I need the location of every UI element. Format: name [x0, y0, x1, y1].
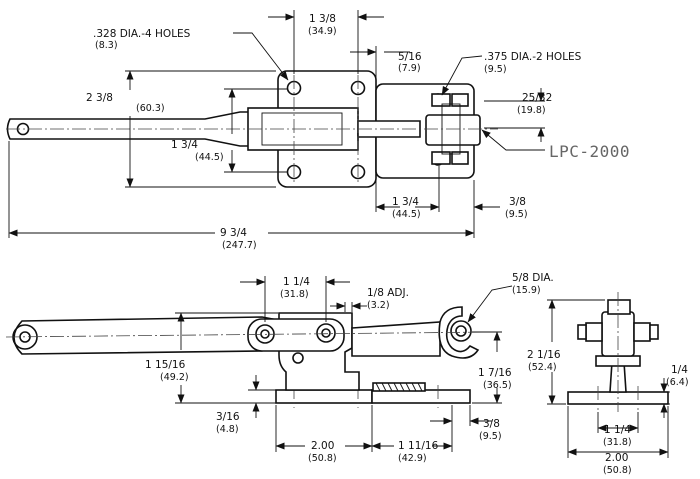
dim-side-width1: 1 1/4: [283, 276, 310, 288]
dim-top-width2-metric: (7.9): [398, 63, 421, 74]
dim-side-dia: 5/8 DIA.: [512, 272, 554, 284]
side-pivot: [316, 323, 336, 343]
dim-side-adj-metric: (3.2): [367, 300, 390, 311]
dim-holes2-metric: (9.5): [484, 64, 507, 75]
dim-top-height3: 1 3/4: [171, 139, 198, 151]
side-thread: [372, 382, 426, 392]
dim-end-height-metric: (52.4): [528, 362, 557, 373]
top-pin-end: [431, 93, 451, 107]
top-view: [6, 70, 498, 188]
dim-top-height2-metric: (19.8): [517, 105, 546, 116]
dim-side-thick-metric: (4.8): [216, 424, 239, 435]
side-dimensions: [175, 276, 513, 452]
dim-overall: 9 3/4: [220, 227, 247, 239]
dim-top-bottom2-metric: (9.5): [505, 209, 528, 220]
side-hook-pin: [450, 320, 472, 342]
dim-end-height: 2 1/16: [527, 349, 561, 361]
end-pin: [577, 324, 587, 340]
dim-side-width1-metric: (31.8): [280, 289, 309, 300]
dim-top-height2: 25/32: [522, 92, 552, 104]
end-pin: [649, 324, 659, 340]
leader-line: [233, 32, 289, 81]
dim-end-width2: 2.00: [605, 452, 628, 464]
dim-side-height2-metric: (36.5): [483, 380, 512, 391]
side-base-plate: [371, 389, 471, 404]
dim-top-width1: 1 3/8: [309, 13, 336, 25]
dim-side-height1-metric: (49.2): [160, 372, 189, 383]
dim-side-height1: 1 15/16: [145, 359, 186, 371]
dim-end-width2-metric: (50.8): [603, 465, 632, 476]
dim-end-width1: 1 1/4: [604, 424, 631, 436]
dim-side-base2-metric: (42.9): [398, 453, 427, 464]
part-number: LPC-2000: [549, 142, 630, 161]
end-head: [607, 299, 631, 315]
dim-top-height3-metric: (44.5): [195, 152, 224, 163]
dim-side-base: 2.00: [311, 440, 334, 452]
end-dimensions: [547, 299, 670, 458]
leader-line: [467, 285, 513, 323]
leader-line: [481, 129, 545, 151]
leader-line: [441, 55, 483, 96]
dim-side-right1: 3/8: [483, 418, 500, 430]
dim-overall-metric: (247.7): [222, 240, 257, 251]
dim-top-bottom1: 1 3/4: [392, 196, 419, 208]
dim-end-thick-metric: (6.4): [666, 377, 689, 388]
dim-side-right1-metric: (9.5): [479, 431, 502, 442]
dim-side-base2: 1 11/16: [398, 440, 439, 452]
dim-side-base-metric: (50.8): [308, 453, 337, 464]
dim-top-bottom1-metric: (44.5): [392, 209, 421, 220]
dim-holes4: .328 DIA.-4 HOLES: [93, 28, 191, 40]
dim-holes2: .375 DIA.-2 HOLES: [484, 51, 582, 63]
dim-top-bottom2: 3/8: [509, 196, 526, 208]
side-body-hole: [292, 352, 304, 364]
dim-top-width2: 5/16: [398, 51, 422, 63]
dim-holes4-metric: (8.3): [95, 40, 118, 51]
dim-side-thick: 3/16: [216, 411, 240, 423]
dim-side-dia-metric: (15.9): [512, 285, 541, 296]
dim-end-thick: 1/4: [671, 364, 688, 376]
side-pivot: [321, 328, 331, 338]
side-hook-pin: [455, 325, 467, 337]
dim-top-height1-metric: (60.3): [136, 103, 165, 114]
end-view: [567, 292, 669, 412]
side-thread-hatch: [375, 382, 423, 392]
dim-side-adj: 1/8 ADJ.: [367, 287, 409, 299]
side-hook: [438, 306, 480, 359]
dim-side-height2: 1 7/16: [478, 367, 512, 379]
side-hook-plate: [351, 321, 441, 357]
top-pin-end: [431, 151, 451, 165]
dim-end-width1-metric: (31.8): [603, 437, 632, 448]
side-centerline: [5, 331, 496, 338]
top-hook: [425, 114, 481, 146]
top-dimensions: [8, 10, 545, 238]
end-pin: [633, 322, 651, 342]
dim-top-height1: 2 3/8: [86, 92, 113, 104]
labels: .328 DIA.-4 HOLES (8.3) 1 3/8 (34.9) 5/1…: [86, 13, 689, 476]
end-pin: [585, 322, 603, 342]
dim-top-width1-metric: (34.9): [308, 26, 337, 37]
side-view: [5, 306, 496, 408]
